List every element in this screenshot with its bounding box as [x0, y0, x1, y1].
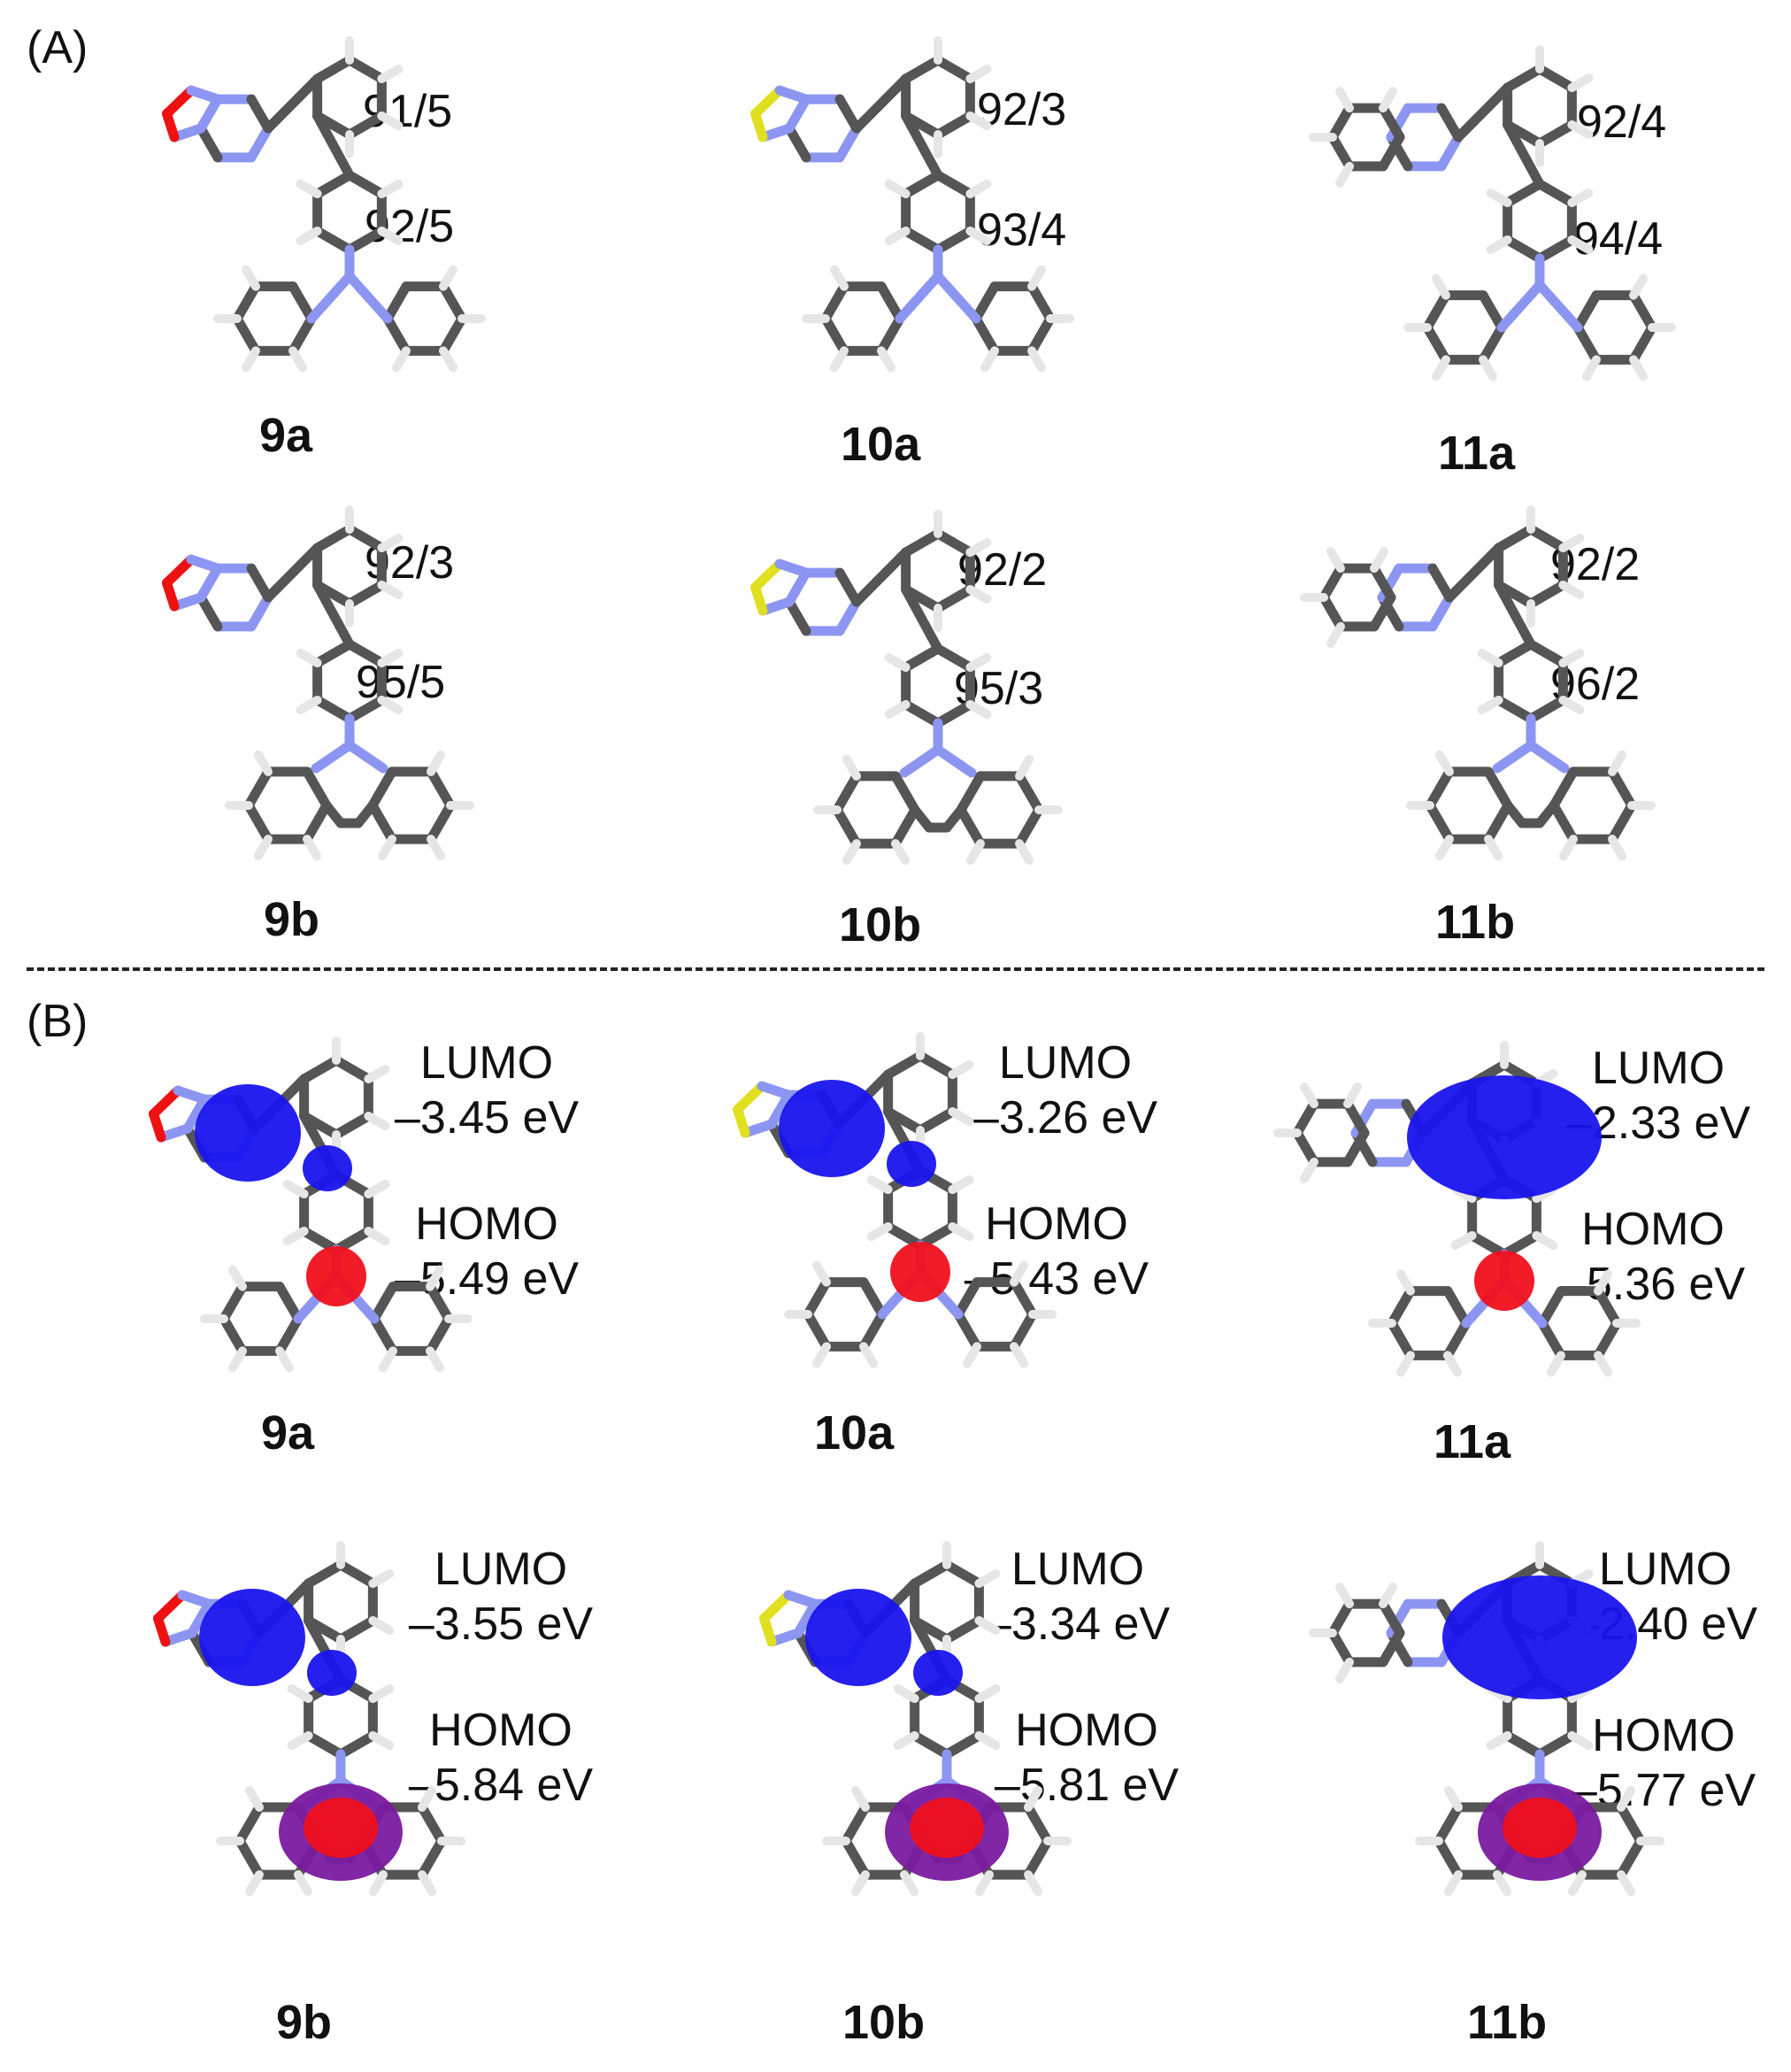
compound-name-9a-b: 9a [261, 1406, 315, 1460]
lumo-lobe-9b [199, 1589, 305, 1686]
compound-name-10b-b: 10b [842, 1996, 926, 2049]
lumo-label-10b: LUMO [1011, 1544, 1145, 1595]
homo-label-11a: HOMO [1581, 1204, 1725, 1255]
homo-lobe-9b [304, 1798, 378, 1858]
molecule-11b-b [1309, 1541, 1664, 1897]
homo-energy-11a: –5.36 eV [1560, 1259, 1746, 1310]
compound-name-11b-b: 11b [1467, 1996, 1548, 2049]
angle-10a-bottom: 93/4 [977, 204, 1067, 256]
molecule-10b-a [750, 510, 1063, 866]
homo-lobe-10a [890, 1242, 950, 1302]
lumo-label-10a: LUMO [998, 1037, 1133, 1089]
lumo-label-11b: LUMO [1598, 1544, 1733, 1595]
homo-label-11b: HOMO [1592, 1710, 1735, 1761]
angle-10a-top: 92/3 [977, 84, 1067, 135]
molecule-10a-b [733, 1032, 1057, 1368]
compound-name-10a-b: 10a [814, 1406, 895, 1460]
homo-energy-9a: –5.49 eV [394, 1253, 580, 1305]
lumo-label-9a: LUMO [419, 1037, 554, 1089]
homo-label-9b: HOMO [429, 1705, 573, 1756]
compound-name-11a-b: 11a [1434, 1415, 1511, 1468]
homo-label-9a: HOMO [415, 1198, 558, 1250]
panel-a-label: (A) [27, 22, 88, 73]
compound-name-9b-b: 9b [276, 1996, 333, 2049]
lumo-lobe-small-10b [913, 1650, 963, 1696]
lumo-energy-10a: –3.26 eV [972, 1092, 1158, 1144]
lumo-energy-9a: –3.45 eV [394, 1092, 580, 1144]
angle-11a-bottom: 94/4 [1573, 213, 1664, 265]
lumo-energy-10b: –3.34 eV [985, 1598, 1171, 1650]
lumo-lobe-11a [1407, 1075, 1602, 1199]
homo-energy-10b: –5.81 eV [994, 1760, 1180, 1811]
lumo-lobe-9a [195, 1084, 301, 1182]
molecule-10b-b [759, 1541, 1072, 1897]
panel-b-label: (B) [27, 996, 88, 1047]
compound-name-9a-a: 9a [259, 409, 313, 462]
homo-lobe-10b [910, 1798, 984, 1858]
compound-name-11b-a: 11b [1435, 896, 1516, 949]
molecule-11a-a [1309, 45, 1676, 381]
compound-name-10b-a: 10b [839, 898, 922, 951]
molecule-9b-b [153, 1541, 465, 1897]
molecule-11b-a [1300, 505, 1656, 861]
compound-name-11a-a: 11a [1438, 427, 1516, 480]
molecule-11a-b [1273, 1041, 1641, 1377]
angle-9b-bottom: 95/5 [356, 657, 446, 708]
homo-lobe-11a [1474, 1251, 1534, 1311]
lumo-lobe-small-9b [307, 1650, 357, 1696]
homo-label-10a: HOMO [985, 1198, 1128, 1250]
homo-label-10b: HOMO [1015, 1705, 1158, 1756]
lumo-energy-9b: –3.55 eV [408, 1598, 594, 1650]
lumo-label-11a: LUMO [1591, 1043, 1726, 1094]
lumo-lobe-11b [1442, 1575, 1637, 1699]
homo-lobe-11b [1503, 1798, 1577, 1858]
homo-lobe-9a [306, 1246, 366, 1306]
lumo-lobe-10a [779, 1080, 885, 1177]
section-divider [27, 967, 1764, 971]
compound-name-9b-a: 9b [264, 893, 320, 946]
lumo-lobe-small-9a [303, 1145, 352, 1191]
compound-name-10a-a: 10a [841, 418, 921, 471]
molecule-9a-b [149, 1036, 473, 1373]
lumo-label-9b: LUMO [434, 1544, 568, 1595]
lumo-lobe-10b [805, 1589, 911, 1686]
molecule-10a-a [750, 36, 1074, 373]
homo-energy-9b: –5.84 eV [408, 1760, 594, 1811]
lumo-lobe-small-10a [887, 1141, 936, 1187]
molecule-9b-a [162, 505, 474, 861]
molecule-9a-a [162, 36, 486, 373]
